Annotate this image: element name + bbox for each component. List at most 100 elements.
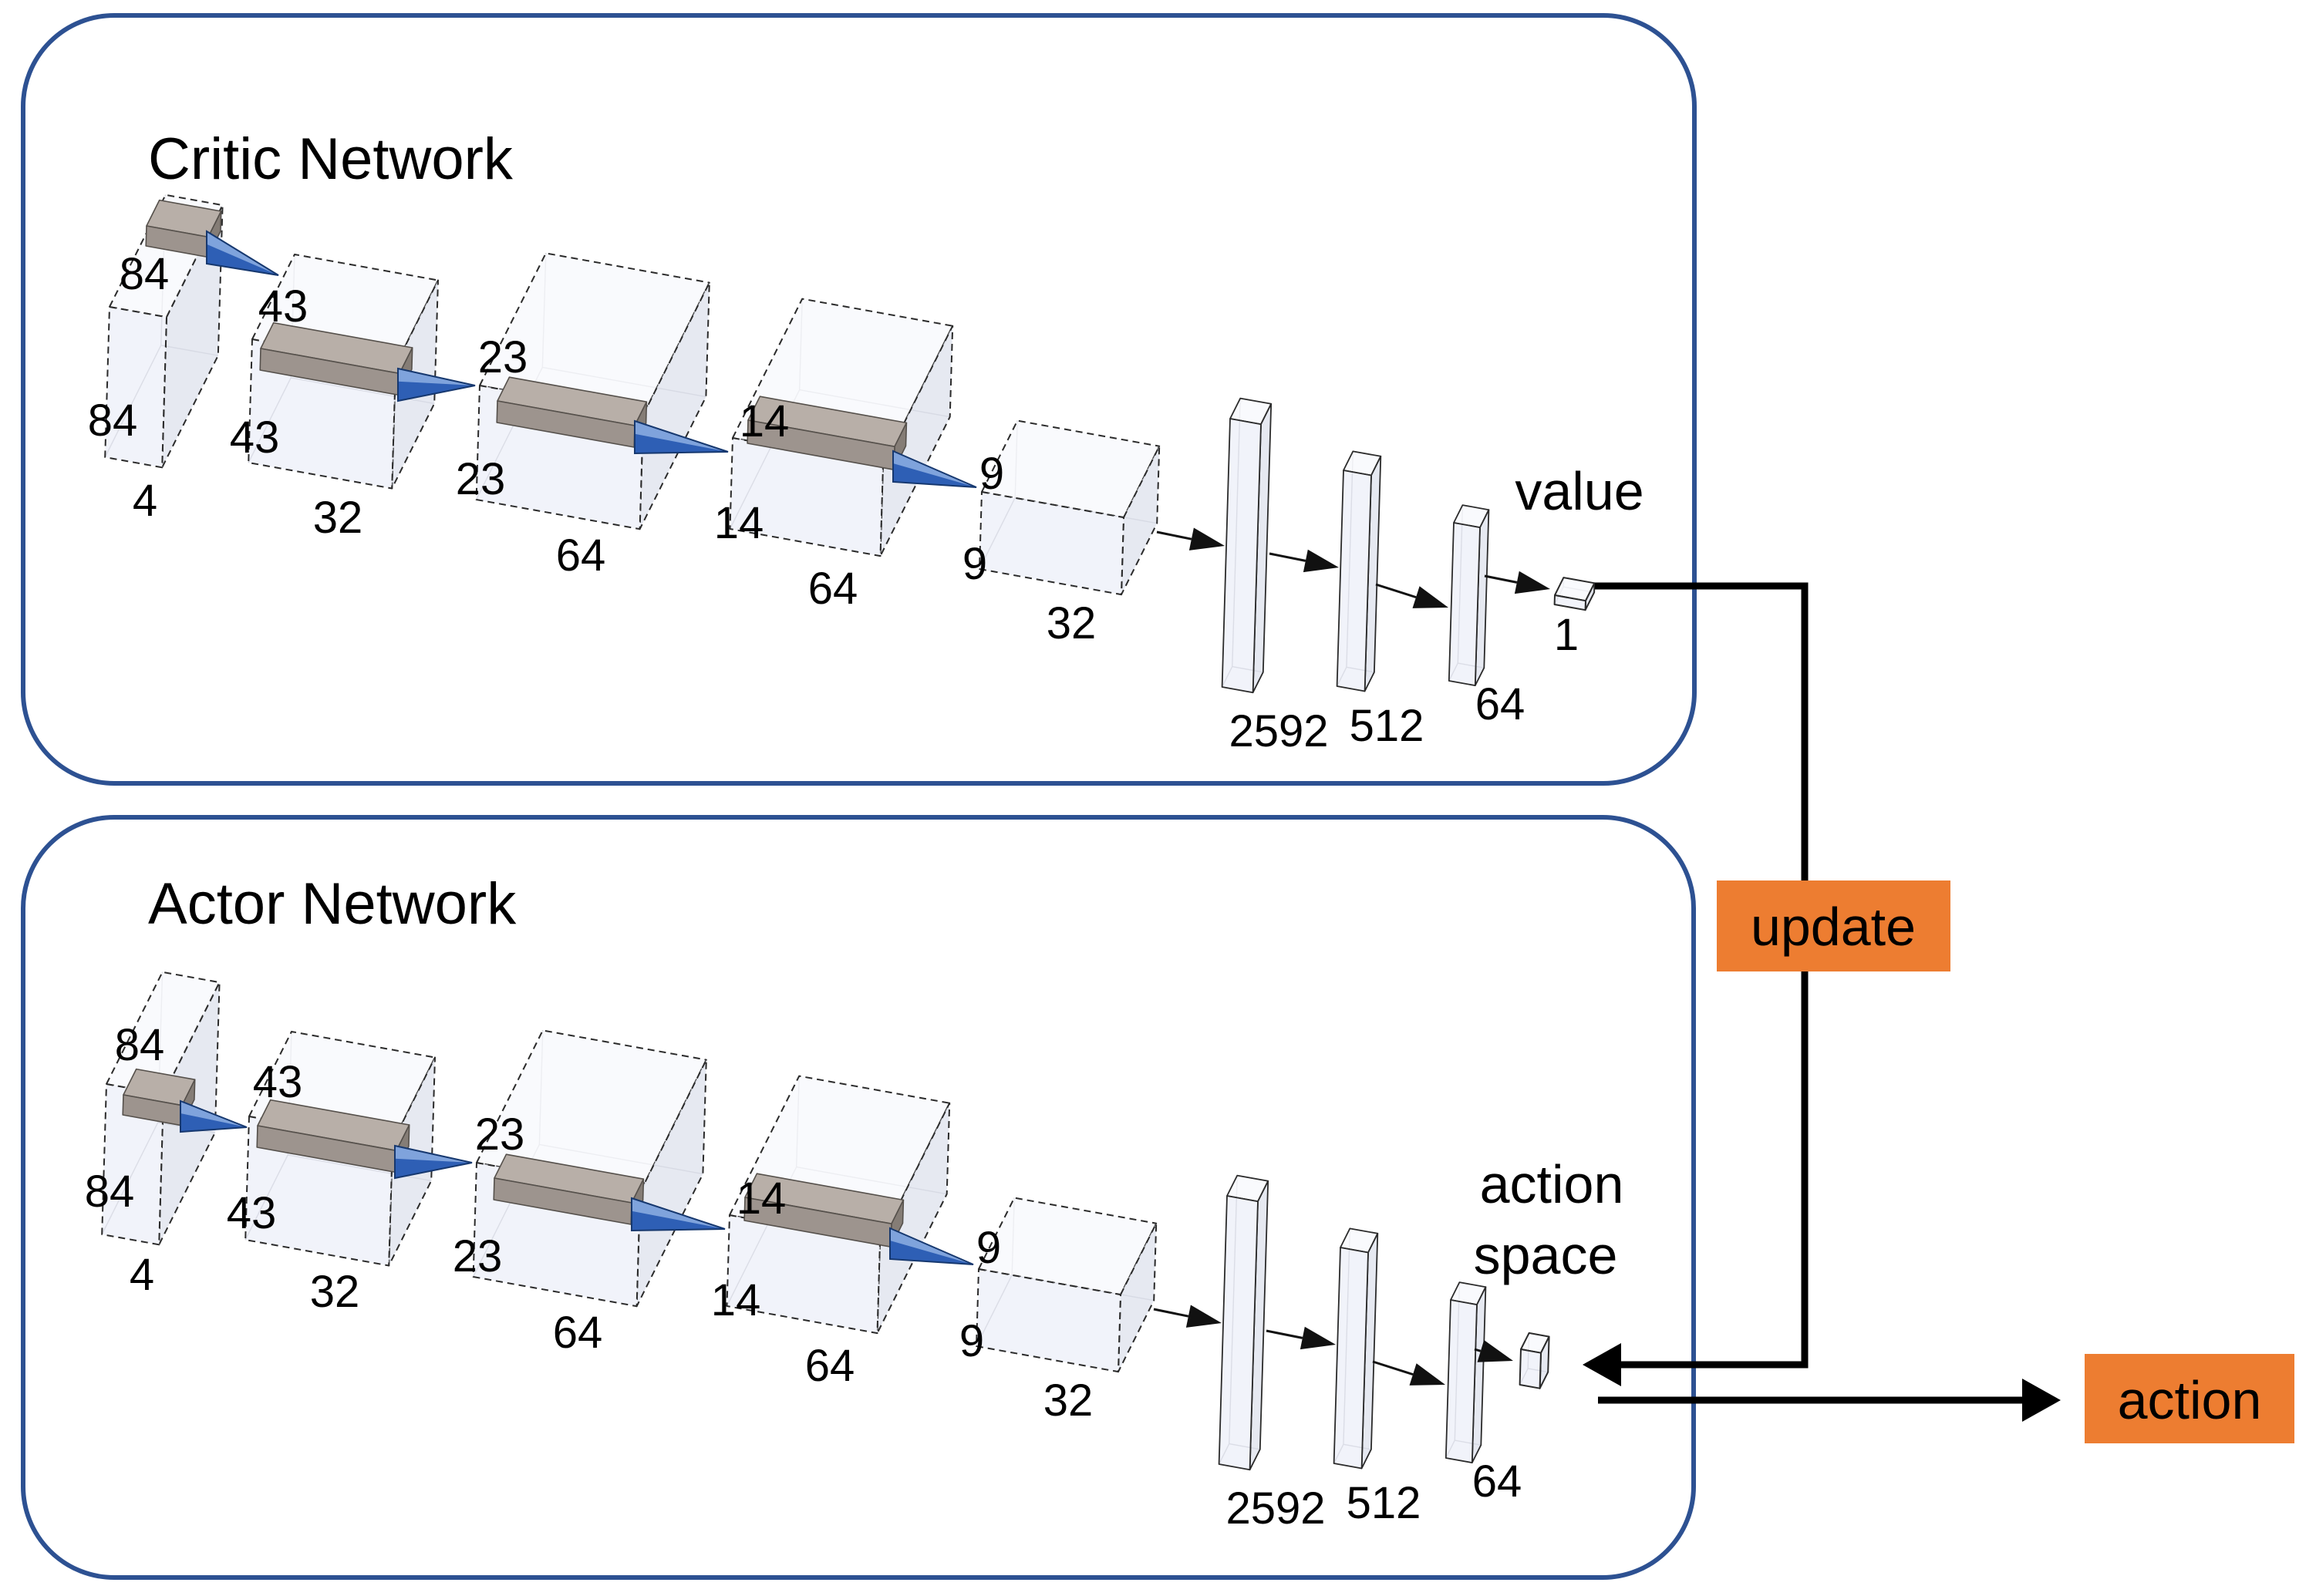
actor-fc2-label: 512 [1347, 1478, 1421, 1528]
actor-conv4-top-label: 14 [737, 1173, 787, 1224]
actor-conv5-top-label: 9 [976, 1223, 1001, 1273]
conv-cone-icon [890, 1241, 973, 1264]
critic-conv5-depth-label: 32 [1047, 598, 1097, 648]
actor-conv3-depth-label: 64 [553, 1308, 603, 1358]
flow-arrowhead-icon [1514, 571, 1550, 594]
action-space-label-line2: space [1474, 1225, 1618, 1285]
network-geometry [101, 194, 1596, 1471]
actor-conv1-left-label: 84 [85, 1167, 135, 1217]
actor-conv2-top-label: 43 [253, 1057, 303, 1107]
critic-conv3-left-label: 23 [456, 454, 506, 504]
critic-conv4-left-label: 14 [714, 498, 764, 548]
conv-box-front-face [104, 306, 167, 469]
critic-conv2-depth-label: 32 [313, 493, 363, 543]
action-arrowhead-icon [2022, 1379, 2061, 1422]
flow-arrowhead-icon [1477, 1340, 1513, 1362]
flow-arrow-line [1474, 1348, 1482, 1352]
flow-arrowhead-icon [1409, 1363, 1445, 1386]
conv-cone-icon [893, 463, 976, 487]
critic-output-size-label: 1 [1554, 610, 1579, 660]
actor-conv4-left-label: 14 [711, 1275, 761, 1325]
flow-arrowhead-icon [1303, 549, 1339, 573]
flow-arrow-line [1375, 583, 1417, 599]
critic-fc1-label: 2592 [1229, 706, 1328, 756]
action-space-label-line1: action [1480, 1154, 1624, 1214]
fc-bar-front-face [1333, 1247, 1369, 1470]
conv-box-front-face [976, 1268, 1121, 1373]
fc-bar-front-face [1221, 418, 1262, 694]
conv-cone-outline [397, 367, 476, 402]
action-box [2085, 1354, 2294, 1443]
conv-box-front-face [729, 437, 884, 557]
critic-title: Critic Network [148, 126, 514, 192]
output-box-front-face [1553, 594, 1586, 611]
flow-arrowhead-icon [1300, 1326, 1336, 1350]
critic-fc3-label: 64 [1475, 679, 1525, 729]
flow-arrow-line [1372, 1360, 1414, 1376]
critic-conv1-top-label: 84 [120, 249, 170, 299]
actor-conv2-depth-label: 32 [310, 1267, 360, 1317]
conv-cone-outline [206, 230, 279, 276]
value-label: value [1515, 461, 1643, 521]
actor-title: Actor Network [148, 871, 517, 937]
update-box [1717, 880, 1950, 971]
critic-fc2-label: 512 [1350, 701, 1424, 751]
conv-box-side-face [1118, 1222, 1158, 1373]
conv-cone-icon [207, 244, 278, 275]
conv-cone-outline [394, 1144, 473, 1180]
fc-bar-front-face [1448, 522, 1481, 686]
conv-cone-icon [180, 1113, 247, 1132]
conv-cone-outline [180, 1099, 248, 1133]
conv-cone-icon [398, 381, 475, 401]
update-arrowhead-icon [1583, 1343, 1621, 1386]
conv-cone-outline [631, 1197, 726, 1232]
critic-conv1-left-label: 84 [88, 396, 138, 446]
fc-bar-front-face [1218, 1195, 1259, 1471]
flow-arrowhead-icon [1412, 586, 1448, 608]
actor-conv5-left-label: 9 [959, 1316, 984, 1366]
actor-frame [21, 815, 1696, 1580]
conv-cone-outline [892, 450, 977, 488]
critic-conv4-depth-label: 64 [808, 564, 858, 614]
conv-cone-outline [889, 1227, 974, 1265]
flow-arrow-line [1266, 1329, 1303, 1339]
fc-bar-front-face [1336, 470, 1372, 692]
critic-conv4-top-label: 14 [740, 396, 790, 446]
critic-conv5-left-label: 9 [962, 539, 987, 589]
flow-arrowhead-icon [1185, 1305, 1222, 1328]
conv-cone-outline [634, 419, 729, 455]
conv-box-side-face [1121, 445, 1161, 596]
conv-cone-icon [632, 1210, 725, 1231]
flow-arrowhead-icon [1188, 527, 1225, 551]
conv-box-front-face [726, 1214, 881, 1335]
critic-conv2-left-label: 43 [230, 412, 280, 463]
actor-conv1-depth-label: 4 [130, 1250, 154, 1300]
action-label: action [2118, 1370, 2262, 1430]
flow-arrow-line [1269, 552, 1306, 562]
actor-fc1-label: 2592 [1225, 1483, 1325, 1534]
conv-cone-icon [635, 433, 728, 453]
critic-conv3-depth-label: 64 [556, 530, 606, 581]
critic-conv3-top-label: 23 [478, 332, 528, 382]
fc-bar-front-face [1445, 1299, 1478, 1463]
flow-arrow-line [1156, 530, 1192, 540]
update-label: update [1751, 897, 1916, 957]
flow-arrow-line [1484, 574, 1518, 584]
actor-conv2-left-label: 43 [227, 1188, 277, 1238]
critic-conv2-top-label: 43 [258, 281, 308, 332]
critic-conv1-depth-label: 4 [133, 476, 157, 526]
conv-box-front-face [979, 491, 1124, 596]
critic-frame [21, 13, 1697, 786]
actor-conv4-depth-label: 64 [805, 1341, 855, 1391]
output-box-front-face [1519, 1349, 1542, 1389]
actor-conv5-depth-label: 32 [1043, 1375, 1094, 1426]
value-to-actor-update-line [1595, 582, 1809, 1369]
actor-conv1-top-label: 84 [115, 1020, 165, 1070]
conv-box-side-face [635, 1059, 707, 1308]
conv-cone-icon [395, 1158, 472, 1178]
flow-arrow-line [1153, 1308, 1189, 1318]
actor-fc3-label: 64 [1472, 1456, 1522, 1507]
actor-conv3-top-label: 23 [475, 1109, 525, 1160]
